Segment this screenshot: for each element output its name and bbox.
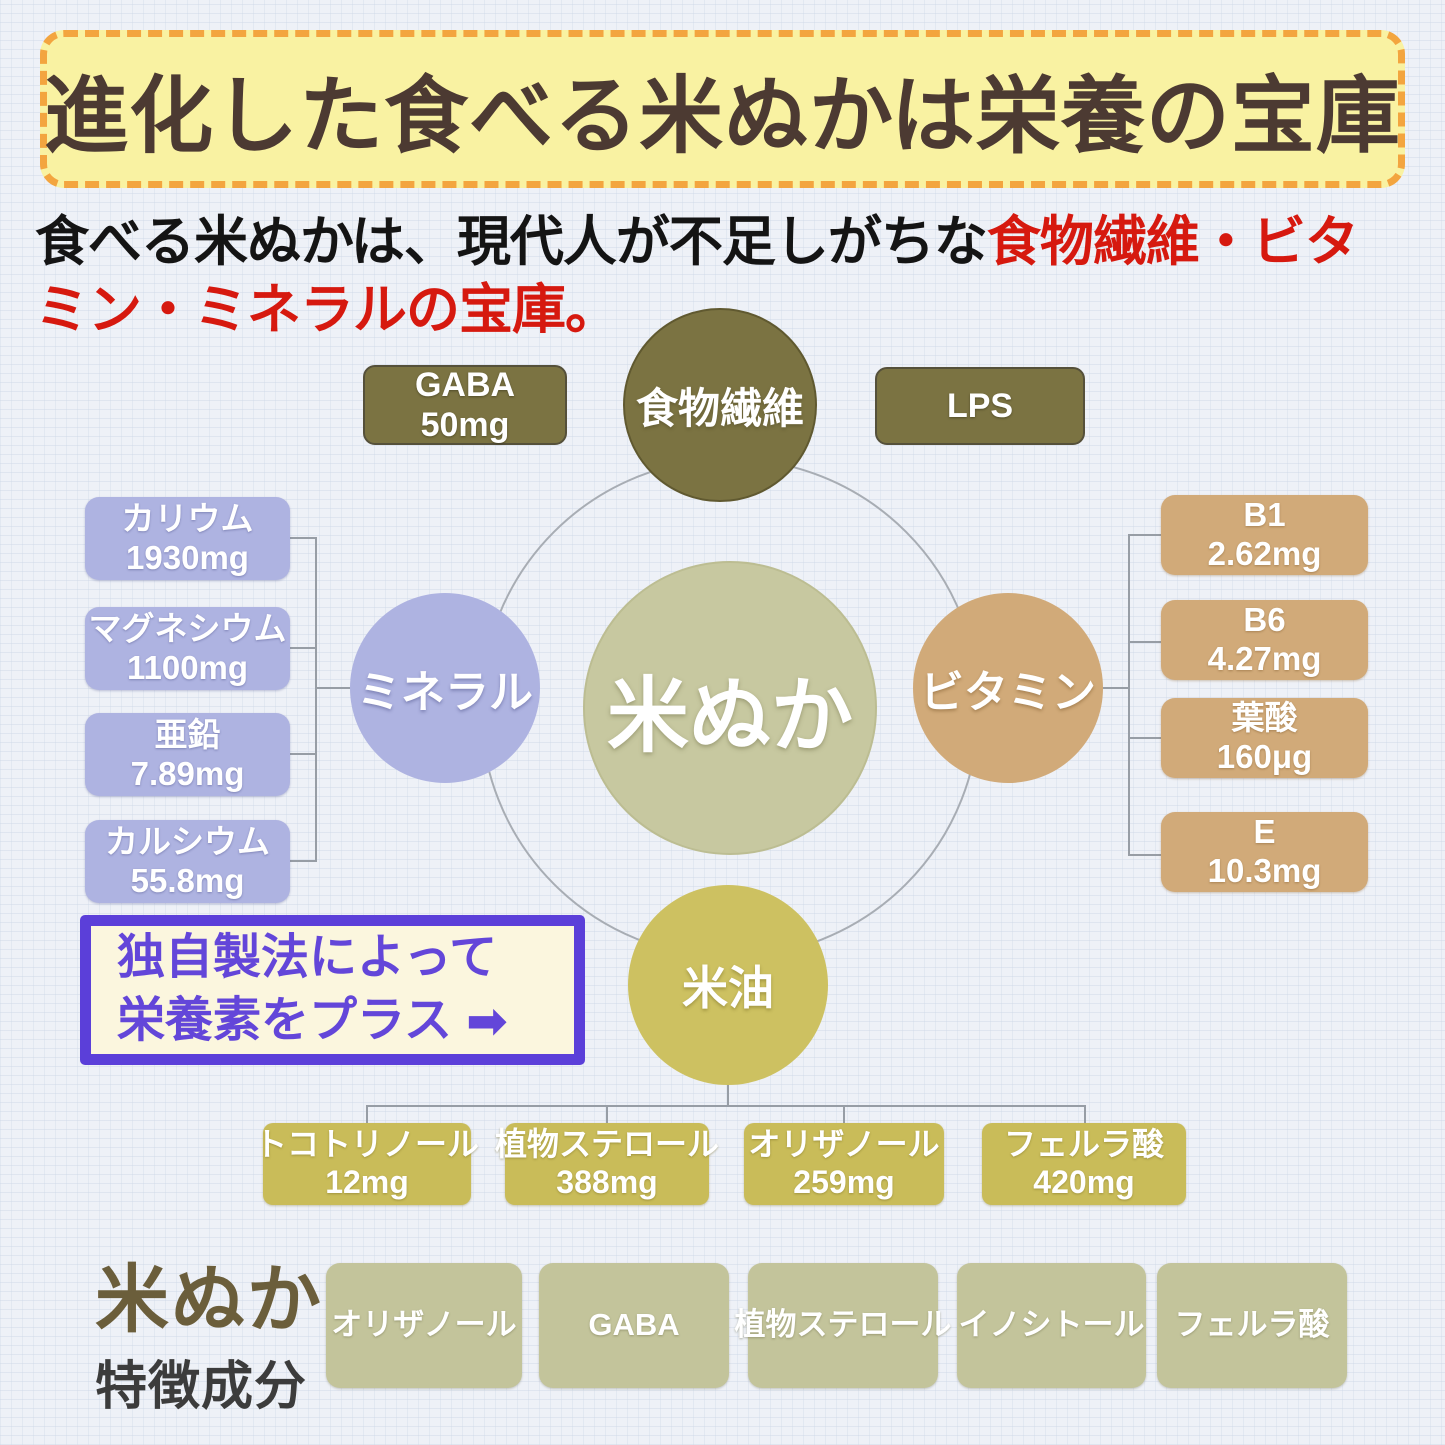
item-value: 4.27mg — [1207, 640, 1322, 677]
mineral-item-potassium: カリウム 1930mg — [85, 497, 290, 580]
lps-name: LPS — [946, 386, 1014, 425]
item-value: 55.8mg — [130, 861, 245, 899]
connector-line — [1128, 641, 1161, 643]
connector-line — [1128, 534, 1161, 536]
connector-line — [290, 860, 317, 862]
right-arrow-icon: ➡ — [466, 992, 508, 1049]
vitamin-item-b1: B1 2.62mg — [1161, 495, 1368, 575]
title-banner: 進化した食べる米ぬかは栄養の宝庫 — [40, 30, 1405, 188]
oil-item-tocotrienol: トコトリノール 12mg — [255, 1123, 479, 1205]
callout-line-2: 栄養素をプラス➡ — [117, 989, 574, 1053]
item-name: カリウム — [121, 499, 254, 537]
mineral-label: ミネラル — [357, 668, 533, 717]
fiber-label: 食物繊維 — [635, 384, 804, 432]
intro-black-text: 食べる米ぬかは、現代人が不足しがちな — [35, 212, 988, 272]
item-value: 160μg — [1216, 738, 1313, 775]
footer-label-line-1: 米ぬか — [95, 1257, 323, 1343]
vitamin-item-b6: B6 4.27mg — [1161, 600, 1368, 680]
feature-item-inositol: イノシトール — [957, 1263, 1146, 1388]
item-value: 420mg — [1033, 1164, 1135, 1200]
item-name: カルシウム — [105, 822, 270, 860]
item-value: 259mg — [793, 1164, 895, 1200]
item-name: オリザノール — [748, 1126, 940, 1163]
gaba-value: 50mg — [420, 406, 510, 444]
item-name: GABA — [588, 1307, 680, 1343]
item-name: 葉酸 — [1231, 699, 1298, 737]
footer-label: 米ぬか 特徴成分 — [95, 1257, 323, 1419]
connector-line — [1084, 1105, 1086, 1125]
feature-item-oryzanol: オリザノール — [326, 1263, 522, 1388]
item-name: E — [1253, 813, 1276, 851]
connector-line — [290, 753, 317, 755]
mineral-item-zinc: 亜鉛 7.89mg — [85, 713, 290, 796]
connector-line — [606, 1105, 608, 1125]
vitamin-bracket-line — [1128, 534, 1130, 856]
item-name: B6 — [1243, 601, 1286, 639]
vitamin-circle: ビタミン — [913, 593, 1103, 783]
item-value: 7.89mg — [130, 754, 245, 792]
item-name: フェルラ酸 — [1174, 1307, 1330, 1343]
callout-line-1: 独自製法によって — [117, 931, 498, 985]
item-name: トコトリノール — [255, 1126, 480, 1163]
fiber-circle: 食物繊維 — [623, 308, 817, 502]
oil-hbar-line — [366, 1105, 1086, 1107]
vitamin-item-e: E 10.3mg — [1161, 812, 1368, 892]
feature-item-gaba: GABA — [539, 1263, 729, 1388]
oil-item-ferulic-acid: フェルラ酸 420mg — [982, 1123, 1186, 1205]
rice-bran-center-circle: 米ぬか — [583, 561, 877, 855]
feature-item-ferulic-acid: フェルラ酸 — [1157, 1263, 1347, 1388]
vitamin-label: ビタミン — [920, 668, 1096, 717]
connector-line — [290, 647, 317, 649]
intro-red-text-2: ミン・ミネラルの宝庫。 — [35, 280, 619, 341]
connector-line — [366, 1105, 368, 1125]
connector-line — [1128, 737, 1161, 739]
item-name: マグネシウム — [88, 609, 287, 647]
lps-badge: LPS — [875, 367, 1085, 445]
mineral-circle-stub — [315, 687, 352, 689]
rice-oil-circle: 米油 — [628, 885, 828, 1085]
connector-line — [843, 1105, 845, 1125]
oil-stem-line — [727, 1083, 729, 1107]
gaba-badge: GABA 50mg — [363, 365, 567, 445]
connector-line — [1128, 854, 1161, 856]
intro-red-text-1: 食物繊維・ビタ — [986, 212, 1359, 272]
oil-item-oryzanol: オリザノール 259mg — [744, 1123, 944, 1205]
vitamin-item-folate: 葉酸 160μg — [1161, 698, 1368, 778]
item-name: イノシトール — [958, 1307, 1145, 1343]
item-value: 388mg — [556, 1164, 658, 1200]
item-name: B1 — [1243, 496, 1286, 534]
mineral-item-magnesium: マグネシウム 1100mg — [85, 607, 290, 690]
item-name: 亜鉛 — [154, 715, 221, 753]
item-name: 植物ステロール — [734, 1307, 952, 1343]
item-value: 1930mg — [126, 538, 249, 576]
mineral-bracket-line — [315, 537, 317, 862]
intro-line-2: ミン・ミネラルの宝庫。 — [35, 276, 1435, 344]
vitamin-circle-stub — [1101, 687, 1130, 689]
connector-line — [290, 537, 317, 539]
mineral-circle: ミネラル — [350, 593, 540, 783]
feature-item-plant-sterol: 植物ステロール — [735, 1263, 952, 1388]
rice-oil-label: 米油 — [682, 962, 774, 1014]
process-callout: 独自製法によって 栄養素をプラス➡ — [80, 915, 585, 1065]
rice-bran-label: 米ぬか — [606, 667, 853, 764]
page-title: 進化した食べる米ぬかは栄養の宝庫 — [44, 68, 1401, 163]
item-value: 10.3mg — [1207, 852, 1322, 889]
item-name: 植物ステロール — [495, 1126, 720, 1163]
oil-item-plant-sterol: 植物ステロール 388mg — [495, 1123, 719, 1205]
mineral-item-calcium: カルシウム 55.8mg — [85, 820, 290, 903]
intro-text: 食べる米ぬかは、現代人が不足しがちな食物繊維・ビタ ミン・ミネラルの宝庫。 — [35, 208, 1435, 344]
item-value: 12mg — [325, 1164, 409, 1200]
item-value: 2.62mg — [1207, 535, 1322, 572]
footer-label-line-2: 特徴成分 — [95, 1355, 308, 1417]
gaba-name: GABA — [414, 365, 516, 404]
item-name: フェルラ酸 — [1003, 1126, 1164, 1163]
intro-line-1: 食べる米ぬかは、現代人が不足しがちな食物繊維・ビタ — [35, 208, 1435, 276]
item-name: オリザノール — [331, 1307, 517, 1343]
item-value: 1100mg — [126, 648, 249, 686]
callout-line-2-text: 栄養素をプラス — [117, 993, 453, 1047]
